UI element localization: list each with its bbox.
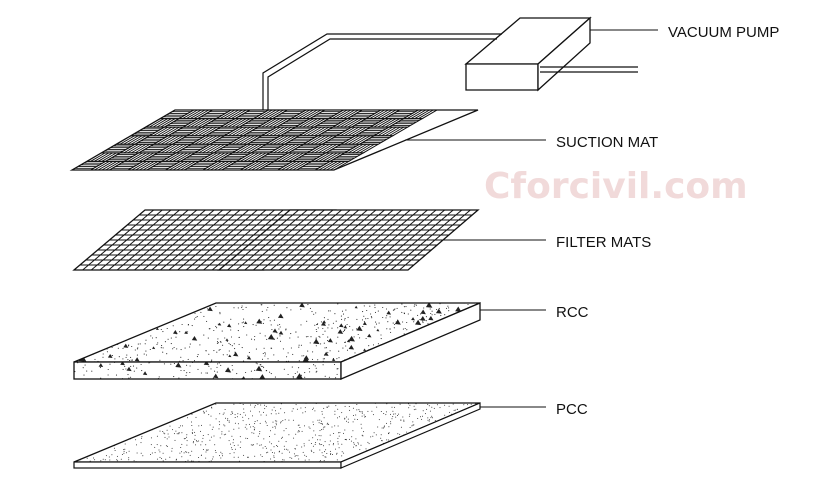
filter-mat-right [217,209,480,271]
label-pcc: PCC [556,401,588,418]
suction-mat [69,109,479,171]
suction-pipe [262,33,638,124]
pcc-slab [73,402,481,469]
label-filter-mats: FILTER MATS [556,234,651,251]
watermark-text: Cforcivil.com [484,166,748,207]
leader-lines [405,29,658,408]
rcc-slab [73,302,481,380]
label-rcc: RCC [556,304,589,321]
label-suction-mat: SUCTION MAT [556,134,658,151]
vacuum-pump [464,16,592,92]
label-vacuum-pump: VACUUM PUMP [668,24,779,41]
